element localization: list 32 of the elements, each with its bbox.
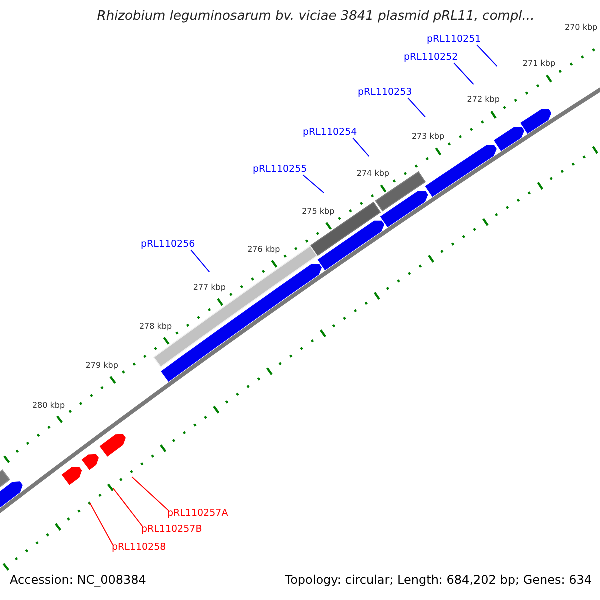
leader-line (302, 174, 324, 194)
scale-label: 275 kbp (302, 206, 335, 216)
scale-label: 279 kbp (86, 361, 118, 370)
scale-label: 274 kbp (356, 169, 390, 178)
scale-label: 278 kbp (139, 322, 172, 332)
leader-line (132, 476, 170, 512)
gene-label: pRL110256 (141, 240, 196, 250)
scale-label: 270 kbp (565, 23, 598, 32)
gene-label: pRL110253 (358, 88, 412, 98)
leader-line (112, 488, 144, 528)
gene-label: pRL110254 (303, 128, 358, 138)
scale-label: 280 kbp (32, 400, 66, 410)
scale-label: 277 kbp (193, 283, 226, 292)
footer-text: Topology: circular; Length: 684,202 bp; Genes: 634 (285, 574, 592, 588)
leader-line (454, 62, 474, 86)
gene-label: pRL110257A (168, 508, 228, 520)
leader-line (190, 250, 210, 273)
gene-label: pRL110251 (427, 34, 482, 46)
scale-label: 272 kbp (467, 95, 500, 105)
gene-label: pRL110255 (253, 164, 308, 176)
scale-label: 276 kbp (248, 244, 280, 254)
gene-label: pRL110252 (404, 52, 458, 64)
leader-line (408, 98, 426, 118)
leader-line (90, 502, 114, 546)
footer-text: Accession: NC_008384 (10, 574, 146, 588)
leader-line (476, 44, 498, 68)
scale-label: 273 kbp (412, 132, 445, 142)
map-title: Rhizobium leguminosarum bv. viciae 3841 plasmid pRL11, compl... (96, 10, 536, 25)
leader-line (352, 138, 370, 158)
gene-label: pRL110258 (112, 542, 166, 554)
scale-label: 271 kbp (522, 59, 556, 68)
gene-label: pRL110257B (142, 524, 202, 536)
